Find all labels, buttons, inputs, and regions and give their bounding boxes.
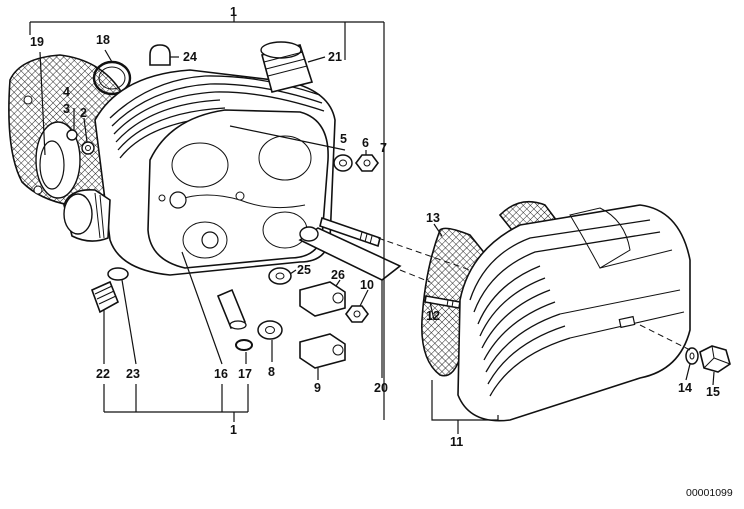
cylinder-head — [63, 69, 336, 276]
callout-18: 18 — [96, 33, 110, 47]
washer-25 — [268, 267, 292, 285]
callout-21: 21 — [328, 50, 342, 64]
callout-14: 14 — [678, 381, 692, 395]
callout-13: 13 — [426, 211, 440, 225]
threaded-sleeve — [260, 41, 314, 93]
circlip — [235, 339, 253, 351]
cap-nut-15 — [699, 345, 731, 373]
valve-cover — [457, 204, 691, 422]
callout-19: 19 — [30, 35, 44, 49]
threaded-insert — [90, 280, 120, 314]
callout-6: 6 — [362, 136, 369, 150]
callout-26: 26 — [331, 268, 345, 282]
push-rod-tube — [298, 226, 402, 281]
callout-17: 17 — [238, 367, 252, 381]
plug — [149, 44, 171, 66]
callout-12: 12 — [426, 309, 440, 323]
washer-and-nut — [66, 129, 95, 155]
washer-5 — [333, 154, 353, 172]
valve-sleeve — [216, 288, 247, 330]
callout-24: 24 — [183, 50, 197, 64]
washer-8 — [257, 320, 283, 340]
callout-8: 8 — [268, 365, 275, 379]
callout-5: 5 — [340, 132, 347, 146]
callout-22: 22 — [96, 367, 110, 381]
cover-bolt — [424, 295, 461, 309]
stud-bolt — [319, 216, 381, 248]
sealing-ring — [107, 267, 129, 281]
callout-2: 2 — [80, 106, 87, 120]
callout-10: 10 — [360, 278, 374, 292]
rocker-block-9 — [299, 333, 346, 369]
callout-20: 20 — [374, 381, 388, 395]
nut-10 — [345, 305, 369, 323]
nut-6 — [355, 154, 379, 172]
callout-1-bottom: 1 — [230, 423, 237, 437]
callout-11: 11 — [450, 435, 463, 449]
callout-15: 15 — [706, 385, 720, 399]
callout-9: 9 — [314, 381, 321, 395]
callout-23: 23 — [126, 367, 140, 381]
callout-1-top: 1 — [230, 5, 237, 19]
document-number: 00001099 — [686, 487, 733, 499]
callout-4: 4 — [63, 85, 70, 99]
callout-7: 7 — [380, 141, 387, 155]
callout-3: 3 — [63, 102, 70, 116]
callout-25: 25 — [297, 263, 311, 277]
rocker-block-26 — [299, 281, 346, 317]
washer-14 — [685, 347, 699, 365]
callout-16: 16 — [214, 367, 228, 381]
